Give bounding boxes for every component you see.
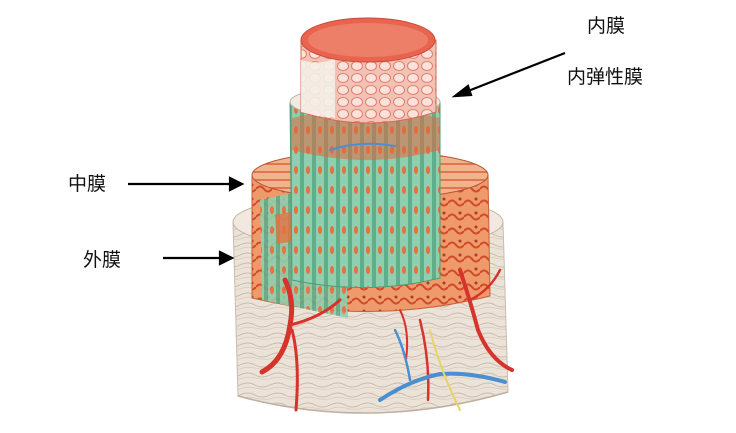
label-intima: 内膜 [587,15,626,37]
intima-layer [300,17,437,124]
arrow-adventitia [163,250,235,266]
arrow-media [128,176,245,192]
arrow-intima [451,51,566,98]
label-arrows [128,51,566,266]
label-adventitia: 外膜 [83,249,122,271]
label-media: 中膜 [68,173,107,195]
vasa-vasorum-veins [329,142,507,402]
label-internal-elastic-membrane: 内弹性膜 [567,66,644,88]
nerve-fiber [429,329,461,411]
vasa-vasorum-arteries [259,268,514,412]
